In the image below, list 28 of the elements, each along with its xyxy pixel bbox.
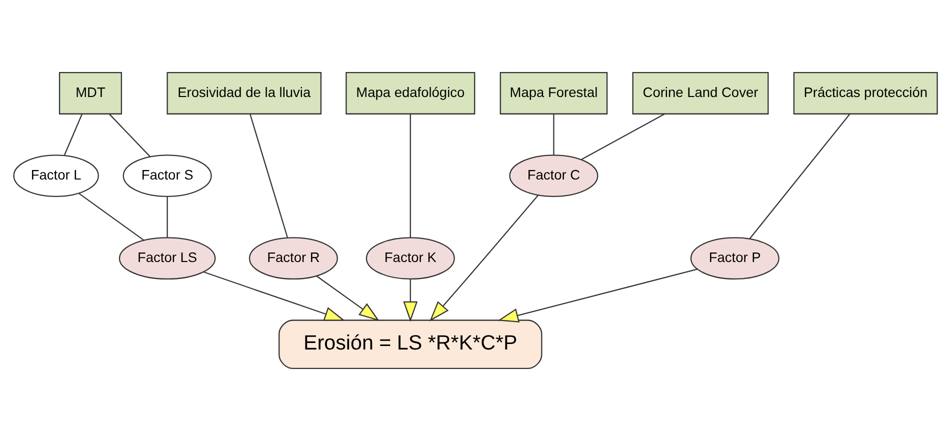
connector [64,113,82,155]
arrow [316,275,380,321]
arrow [430,194,538,321]
node-box: Mapa edafológico [346,72,476,114]
connector [166,196,168,238]
node-box: MDT [58,72,122,114]
node-ellipse: Factor K [366,236,455,280]
node-box: Mapa Forestal [500,72,608,114]
arrow [403,278,418,322]
connector [749,113,850,238]
node-ellipse: Factor C [509,154,598,196]
connector [553,114,554,155]
arrow [204,270,346,320]
node-box: Prácticas protección [793,72,938,114]
connector [250,113,288,238]
connector [410,114,411,237]
node-ellipse: Factor R [248,236,338,280]
node-ellipse: Factor LS [118,236,216,280]
node-box: Erosión = LS *R*K*C*P [278,319,542,368]
node-ellipse: Factor P [690,236,780,280]
node-ellipse: Factor L [13,154,99,196]
arrow [498,268,698,322]
node-box: Corine Land Cover [632,72,769,114]
connector [581,113,665,160]
connector [78,192,144,240]
connector [109,113,151,157]
node-ellipse: Factor S [122,154,212,196]
node-box: Erosividad de la lluvia [166,72,322,114]
